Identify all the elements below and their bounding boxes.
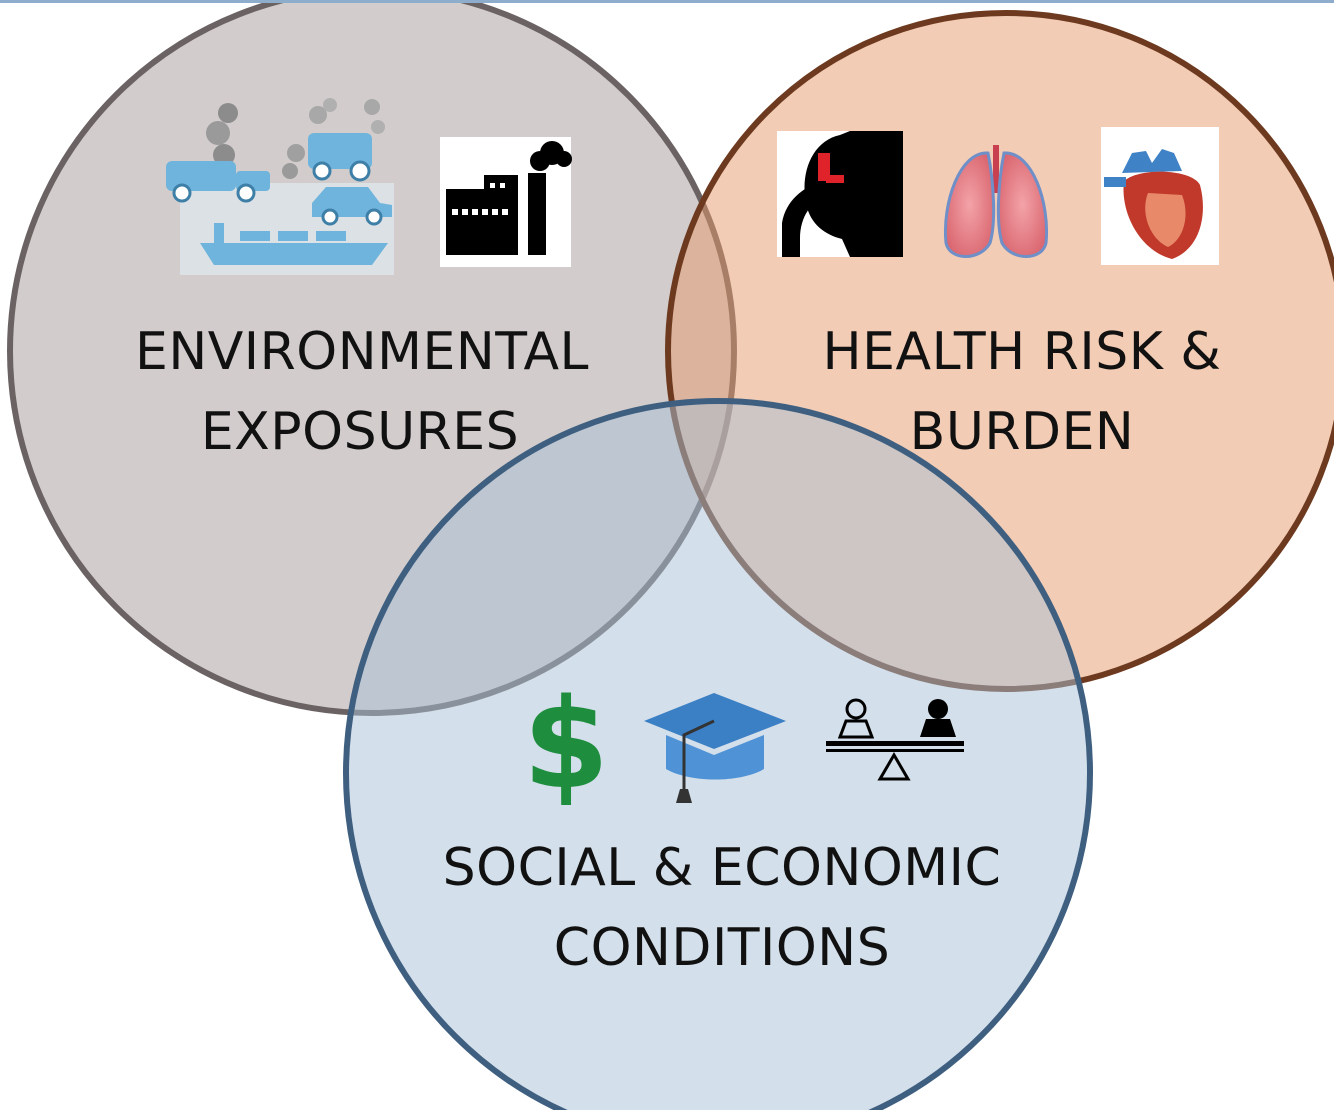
- health-label-line1: HEALTH RISK &: [823, 322, 1222, 382]
- environmental-label-line2: EXPOSURES: [201, 402, 519, 462]
- venn-svg: $ ENVIRONMENTAL EXPOSURES HEALTH RISK & …: [7, 3, 1334, 1110]
- social-label-line1: SOCIAL & ECONOMIC: [443, 838, 1002, 898]
- lungs-icon: [943, 145, 1049, 258]
- social-label-line2: CONDITIONS: [554, 918, 890, 978]
- graduation-cap-icon: [644, 693, 786, 803]
- environmental-label-line1: ENVIRONMENTAL: [135, 322, 589, 382]
- health-label-line2: BURDEN: [910, 402, 1135, 462]
- traffic-pollution-icon: [166, 98, 394, 275]
- asthma-inhaler-icon: [777, 131, 903, 257]
- svg-text:$: $: [523, 673, 609, 817]
- dollar-sign-icon: $: [523, 673, 609, 817]
- factory-smokestack-icon: [440, 137, 572, 267]
- equality-scale-icon: [826, 698, 964, 781]
- heart-icon: [1101, 127, 1219, 265]
